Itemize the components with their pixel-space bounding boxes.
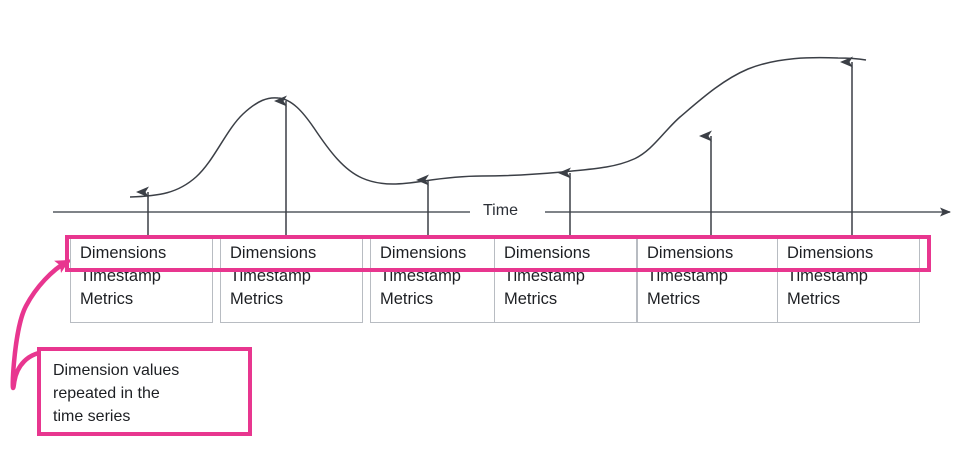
record-field: Metrics <box>787 290 841 308</box>
record-field: Timestamp <box>787 267 868 285</box>
record-field: Timestamp <box>647 267 728 285</box>
record-field: Metrics <box>230 290 284 308</box>
value-arrow-group <box>136 56 853 240</box>
callout-box: Dimension values repeated in the time se… <box>37 347 252 436</box>
record-field: Timestamp <box>230 267 311 285</box>
record-field: Metrics <box>80 290 134 308</box>
record-field: Timestamp <box>504 267 585 285</box>
callout-arrow <box>10 258 71 390</box>
record-field: Timestamp <box>380 267 461 285</box>
record-field: Dimensions <box>230 244 317 262</box>
callout-line: time series <box>53 408 131 425</box>
record-field: Timestamp <box>80 267 161 285</box>
record-field: Metrics <box>647 290 701 308</box>
record-field: Dimensions <box>647 244 734 262</box>
time-series-curve <box>129 56 867 198</box>
time-axis-label: Time <box>483 202 518 219</box>
record-field: Metrics <box>504 290 558 308</box>
record-field: Dimensions <box>504 244 591 262</box>
callout-arrow-path <box>10 258 71 390</box>
record-field: Dimensions <box>80 244 167 262</box>
callout-line: Dimension values <box>53 362 180 379</box>
record-field: Dimensions <box>380 244 467 262</box>
record-field: Dimensions <box>787 244 874 262</box>
record-field: Metrics <box>380 290 434 308</box>
callout-line: repeated in the <box>53 385 160 402</box>
